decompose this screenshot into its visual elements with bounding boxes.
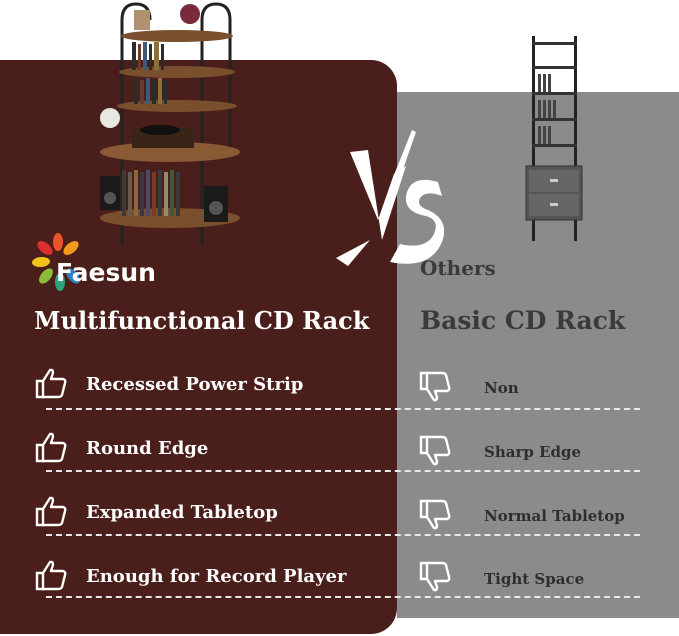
thumbs-down-icon xyxy=(419,561,451,592)
thumbs-down-icon xyxy=(419,435,451,466)
brand-name: Faesun xyxy=(56,258,156,287)
thumbs-up-icon xyxy=(35,432,67,463)
basic-rack-image xyxy=(525,36,583,241)
faesun-feature-item: Expanded Tabletop xyxy=(86,502,278,523)
row-divider xyxy=(46,596,640,598)
others-feature-item: Normal Tabletop xyxy=(484,507,625,525)
faesun-logo-icon xyxy=(32,233,80,291)
others-feature-item: Tight Space xyxy=(484,570,585,588)
faesun-rack-image xyxy=(100,2,240,245)
row-divider xyxy=(46,408,640,410)
others-feature-item: Sharp Edge xyxy=(484,443,582,461)
others-feature-item: Non xyxy=(484,379,519,397)
thumbs-down-icon xyxy=(419,499,451,530)
basic-product-title: Basic CD Rack xyxy=(420,306,626,335)
faesun-feature-item: Recessed Power Strip xyxy=(86,374,304,395)
thumbs-up-icon xyxy=(35,560,67,591)
thumbs-up-icon xyxy=(35,368,67,399)
faesun-feature-item: Enough for Record Player xyxy=(86,566,347,587)
faesun-product-title: Multifunctional CD Rack xyxy=(34,306,370,335)
thumbs-up-icon xyxy=(35,496,67,527)
row-divider xyxy=(46,534,640,536)
vs-emblem xyxy=(336,130,445,266)
others-label: Others xyxy=(420,256,496,280)
faesun-feature-item: Round Edge xyxy=(86,438,209,459)
row-divider xyxy=(46,470,640,472)
thumbs-down-icon xyxy=(419,371,451,402)
